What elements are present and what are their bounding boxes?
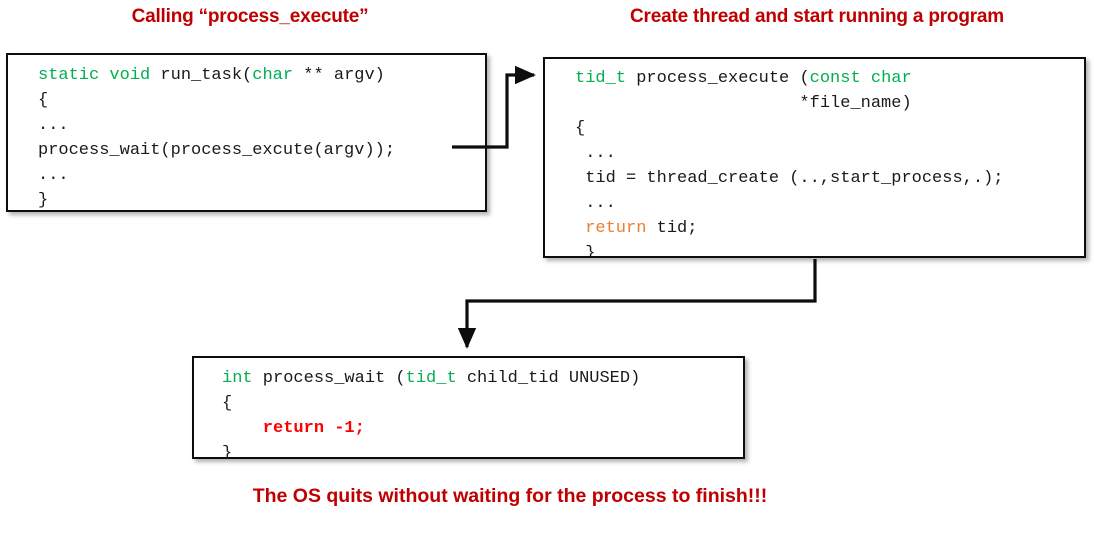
code-span: ... <box>38 166 69 185</box>
code-line: { <box>38 88 485 113</box>
code-span: ... <box>575 144 616 163</box>
code-line: ... <box>38 113 485 138</box>
code-span: char <box>252 66 294 85</box>
arrow-process-execute-to-process-wait <box>457 259 817 349</box>
code-line: static void run_task(char ** argv) <box>38 63 485 88</box>
code-box-process-wait: int process_wait (tid_t child_tid UNUSED… <box>192 356 745 459</box>
code-line: } <box>222 441 743 459</box>
code-span: } <box>38 191 49 210</box>
code-span: tid; <box>646 219 698 238</box>
code-line: int process_wait (tid_t child_tid UNUSED… <box>222 366 743 391</box>
code-span: tid_t <box>405 369 457 388</box>
code-span: process_wait ( <box>252 369 406 388</box>
code-line: ... <box>575 191 1084 216</box>
code-line: tid = thread_create (..,start_process,.)… <box>575 166 1084 191</box>
code-line: { <box>222 391 743 416</box>
code-span: ... <box>575 194 616 213</box>
code-box-process-execute: tid_t process_execute (const char *file_… <box>543 57 1086 258</box>
code-span: process_wait(process_excute(argv)); <box>38 141 396 160</box>
code-line: ... <box>575 141 1084 166</box>
code-line: tid_t process_execute (const char <box>575 66 1084 91</box>
code-span: return -1; <box>222 419 365 438</box>
code-span: process_execute ( <box>626 69 810 88</box>
code-line: } <box>38 188 485 210</box>
code-span: } <box>222 444 233 459</box>
code-span: static void <box>38 66 161 85</box>
code-line: { <box>575 116 1084 141</box>
code-span: int <box>222 369 253 388</box>
code-span: const char <box>809 69 912 88</box>
code-text-process-wait: int process_wait (tid_t child_tid UNUSED… <box>194 358 743 459</box>
code-text-run-task: static void run_task(char ** argv) {... pr… <box>8 55 485 210</box>
heading-create-thread: Create thread and start running a progra… <box>630 6 1004 27</box>
code-span: ** argv) <box>293 66 385 85</box>
code-text-process-execute: tid_t process_execute (const char *file_… <box>545 59 1084 258</box>
code-span: *file_name) <box>575 94 912 113</box>
code-span: ... <box>38 116 69 135</box>
code-line: *file_name) <box>575 91 1084 116</box>
code-span: { <box>222 394 233 413</box>
code-span: tid_t <box>575 69 627 88</box>
code-box-run-task: static void run_task(char ** argv) {... pr… <box>6 53 487 212</box>
code-line: ... <box>38 163 485 188</box>
footer-warning-text: The OS quits without waiting for the pro… <box>252 485 768 507</box>
code-line: return tid; <box>575 216 1084 241</box>
code-span: child_tid UNUSED) <box>456 369 641 388</box>
code-span: { <box>575 119 586 138</box>
code-span: { <box>38 91 49 110</box>
code-span: return <box>575 219 647 238</box>
heading-calling-process-execute: Calling “process_execute” <box>131 6 369 27</box>
code-span: run_task( <box>160 66 253 85</box>
code-span: } <box>575 244 596 258</box>
code-span: tid = thread_create (..,start_process,.)… <box>575 169 1004 188</box>
code-line: } <box>575 241 1084 258</box>
code-line: process_wait(process_excute(argv)); <box>38 138 485 163</box>
code-line: return -1; <box>222 416 743 441</box>
